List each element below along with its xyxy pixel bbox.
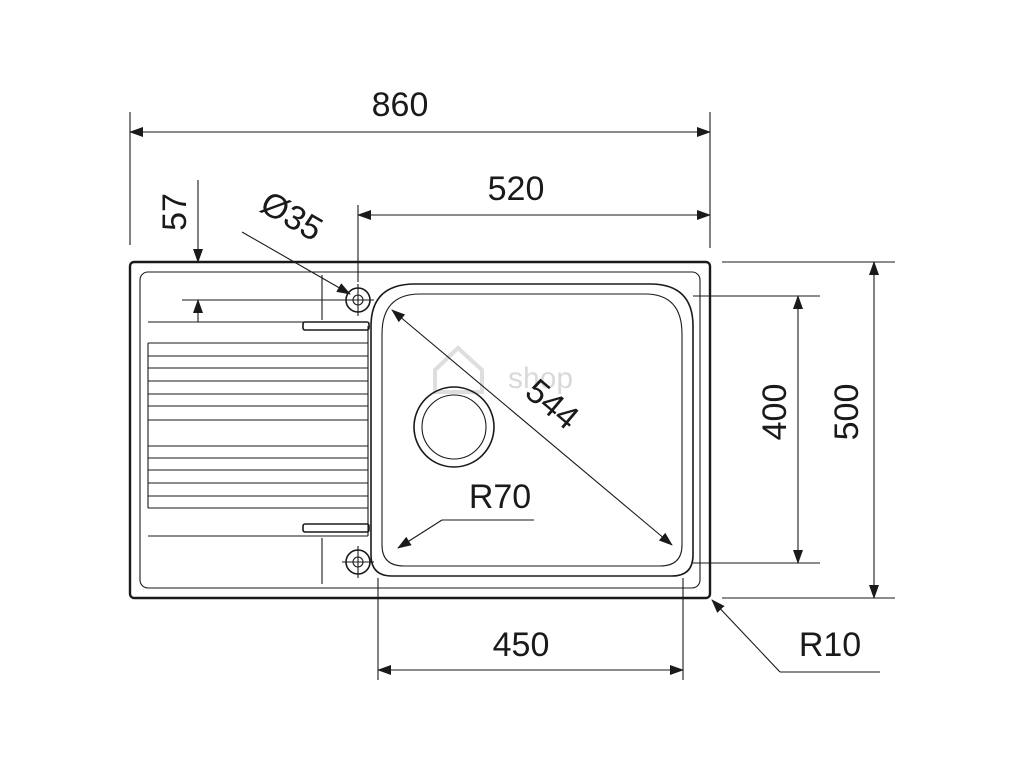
dimension-label-400: 400 xyxy=(756,384,794,441)
dimension-tap-hole: Ø35 xyxy=(241,184,351,295)
dimension-label-520: 520 xyxy=(488,170,545,208)
dimension-label-57: 57 xyxy=(156,193,194,231)
dimension-edge-offset: 57 xyxy=(156,180,342,322)
sink-bowl xyxy=(370,283,694,577)
dimension-label-500: 500 xyxy=(828,384,866,441)
tap-hole-top xyxy=(321,275,374,320)
dimension-outer-radius: R10 xyxy=(711,599,880,673)
sink-outline xyxy=(128,260,712,600)
drainer-ribs xyxy=(147,321,369,537)
dimension-label-d35: Ø35 xyxy=(254,184,329,249)
dimension-label-r70: R70 xyxy=(469,478,531,516)
dimension-bowl-offset: 520 xyxy=(357,170,711,282)
tap-hole-bottom xyxy=(321,538,374,584)
dimension-bowl-radius: R70 xyxy=(397,478,534,549)
dimension-bowl-width: 450 xyxy=(377,578,684,680)
dimension-overall-width: 860 xyxy=(129,86,711,248)
dimension-label-860: 860 xyxy=(372,86,429,124)
dimension-bowl-diagonal: 544 xyxy=(391,309,673,546)
dimension-label-450: 450 xyxy=(493,626,550,664)
dimension-bowl-depth: 400 xyxy=(693,295,820,564)
dimension-overall-depth: 500 xyxy=(722,261,895,599)
drainer-tabs xyxy=(302,321,370,533)
dimension-label-r10: R10 xyxy=(799,626,861,664)
